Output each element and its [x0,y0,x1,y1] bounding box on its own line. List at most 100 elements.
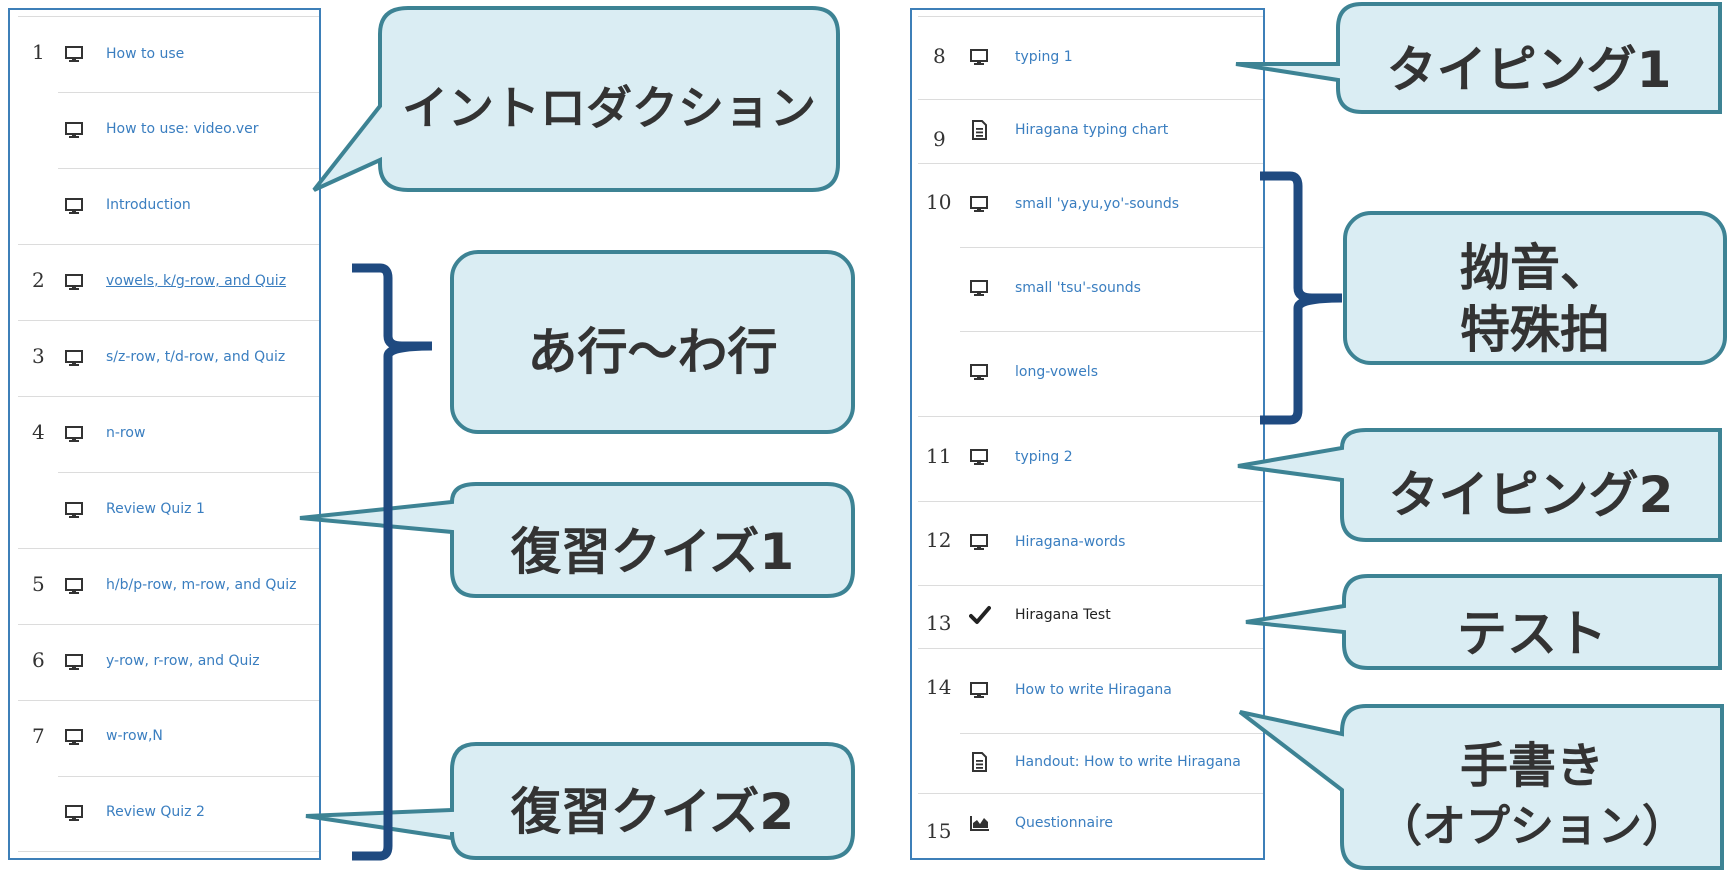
section-number: 11 [926,444,952,468]
callout-review1-shape [299,482,855,598]
activity-link-n-row[interactable]: n-row [106,425,146,441]
activity-link-how-to-use-video[interactable]: How to use: video.ver [106,121,259,137]
divider [58,92,319,93]
document-icon [969,752,989,772]
section-number: 15 [926,819,952,843]
monitor-icon [64,803,84,823]
monitor-icon [64,272,84,292]
activity-link-hiragana-test[interactable]: Hiragana Test [1015,607,1111,623]
activity-link-s-z-row[interactable]: s/z-row, t/d-row, and Quiz [106,349,286,365]
divider [58,168,319,169]
callout-intro-shape [312,6,840,192]
activity-link-small-tsu[interactable]: small 'tsu'-sounds [1015,280,1141,296]
monitor-icon [64,576,84,596]
callout-handwrite-shape [1238,704,1724,870]
callout-typing1-shape [1235,2,1722,114]
checkmark-icon [969,605,991,625]
activity-link-typing-chart[interactable]: Hiragana typing chart [1015,122,1169,138]
activity-link-review-quiz-2[interactable]: Review Quiz 2 [106,804,205,820]
section-number: 14 [926,675,952,699]
monitor-icon [64,196,84,216]
callout-a-wa-shape [450,250,855,434]
divider [58,776,319,777]
section-number: 6 [32,648,45,672]
divider [918,648,1263,649]
activity-link-introduction[interactable]: Introduction [106,197,191,213]
monitor-icon [64,348,84,368]
right-course-panel [910,8,1265,860]
monitor-icon [969,532,989,552]
bracket-left-group [352,263,433,861]
section-number: 1 [32,40,45,64]
monitor-icon [64,500,84,520]
bracket-right-group [1260,171,1343,425]
callout-typing2-shape [1237,428,1722,542]
divider [960,733,1263,734]
divider [18,16,319,17]
callout-test-text: テスト [1457,605,1607,663]
monitor-icon [969,447,989,467]
divider [18,396,319,397]
divider [918,501,1263,502]
activity-link-long-vowels[interactable]: long-vowels [1015,364,1098,380]
section-number: 3 [32,344,45,368]
callout-yoon-shape [1343,211,1727,365]
monitor-icon [64,727,84,747]
activity-link-questionnaire[interactable]: Questionnaire [1015,815,1114,831]
section-number: 4 [32,420,45,444]
activity-link-y-r-row[interactable]: y-row, r-row, and Quiz [106,653,260,669]
activity-link-review-quiz-1[interactable]: Review Quiz 1 [106,501,205,517]
monitor-icon [969,194,989,214]
activity-link-handout[interactable]: Handout: How to write Hiragana [1015,754,1241,770]
section-number: 9 [933,127,946,151]
section-number: 13 [926,611,952,635]
callout-a-wa-text: あ行～わ行 [527,323,778,381]
area-chart-icon [969,814,989,834]
divider [918,793,1263,794]
callout-intro-text: イントロダクション [402,81,816,135]
callout-yoon-text-line2: 特殊拍 [1460,301,1610,359]
callout-typing1-text: タイピング1 [1386,41,1672,99]
monitor-icon [969,47,989,67]
callout-handwrite-text-line1: 手書き [1459,738,1604,794]
section-number: 2 [32,268,45,292]
divider [18,851,319,852]
section-number: 8 [933,44,946,68]
activity-link-hiragana-words[interactable]: Hiragana-words [1015,534,1126,550]
divider [18,624,319,625]
divider [918,99,1263,100]
callout-handwrite-text-line2: （オプション） [1378,801,1686,852]
callout-review2-shape [305,742,855,860]
callout-test-shape [1245,574,1722,670]
monitor-icon [64,652,84,672]
divider [918,16,1263,17]
divider [918,163,1263,164]
monitor-icon [64,44,84,64]
activity-link-small-ya-yu-yo[interactable]: small 'ya,yu,yo'-sounds [1015,196,1180,212]
divider [18,244,319,245]
divider [18,700,319,701]
divider [18,548,319,549]
divider [960,331,1263,332]
section-number: 5 [32,572,45,596]
divider [18,320,319,321]
divider [58,472,319,473]
activity-link-vowels[interactable]: vowels, k/g-row, and Quiz [106,273,287,289]
divider [918,416,1263,417]
activity-link-h-b-p-row[interactable]: h/b/p-row, m-row, and Quiz [106,577,297,593]
monitor-icon [64,424,84,444]
callout-review2-text: 復習クイズ2 [510,783,795,841]
callout-typing2-text: タイピング2 [1388,466,1674,524]
monitor-icon [969,362,989,382]
activity-link-typing-1[interactable]: typing 1 [1015,49,1073,65]
monitor-icon [64,120,84,140]
activity-link-how-to-use[interactable]: How to use [106,46,185,62]
section-number: 10 [926,190,952,214]
divider [960,247,1263,248]
activity-link-how-to-write[interactable]: How to write Hiragana [1015,682,1172,698]
activity-link-w-row[interactable]: w-row,N [106,728,163,744]
left-course-panel [8,8,321,860]
activity-link-typing-2[interactable]: typing 2 [1015,449,1073,465]
callout-yoon-text-line1: 拗音、 [1460,239,1610,297]
